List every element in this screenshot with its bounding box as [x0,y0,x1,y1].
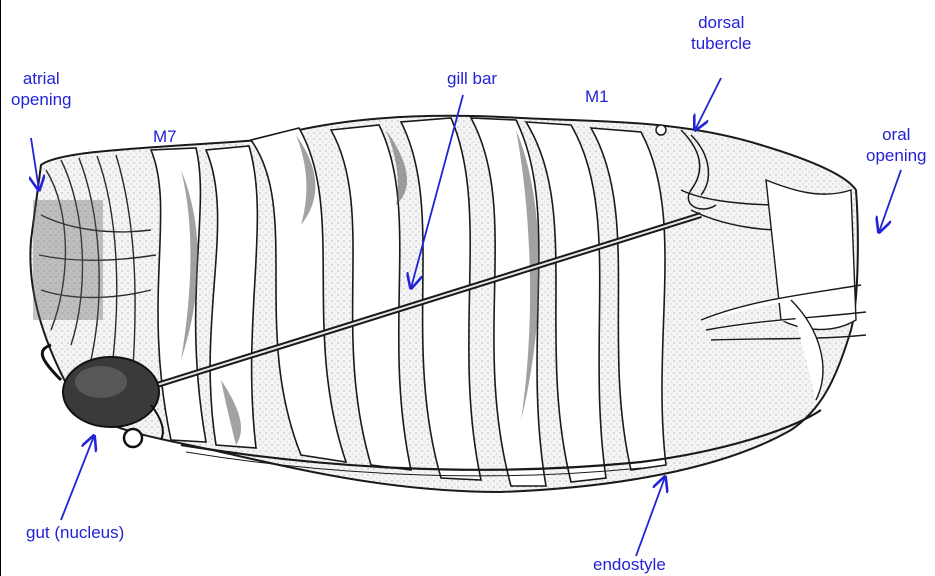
label-atrial-opening: atrial opening [11,68,72,110]
label-dorsal-line2: tubercle [691,33,751,54]
label-m1: M1 [585,86,609,107]
label-oral-line2: opening [866,145,927,166]
atrial-shading [33,200,103,320]
label-dorsal-line1: dorsal [691,12,751,33]
label-oral-opening: oral opening [866,124,927,166]
label-atrial-line2: opening [11,89,72,110]
label-dorsal-tubercle: dorsal tubercle [691,12,751,54]
label-oral-line1: oral [866,124,927,145]
label-gill-bar: gill bar [447,68,497,89]
arrow-dorsal-tubercle [695,78,721,130]
label-endostyle: endostyle [593,554,666,575]
arrow-endostyle [636,477,665,556]
label-atrial-line1: atrial [11,68,72,89]
arrow-atrial-opening [31,138,39,190]
label-m7: M7 [153,126,177,147]
label-gut-nucleus: gut (nucleus) [26,522,124,543]
arrow-oral-opening [879,170,901,232]
arrow-gut [61,436,94,520]
